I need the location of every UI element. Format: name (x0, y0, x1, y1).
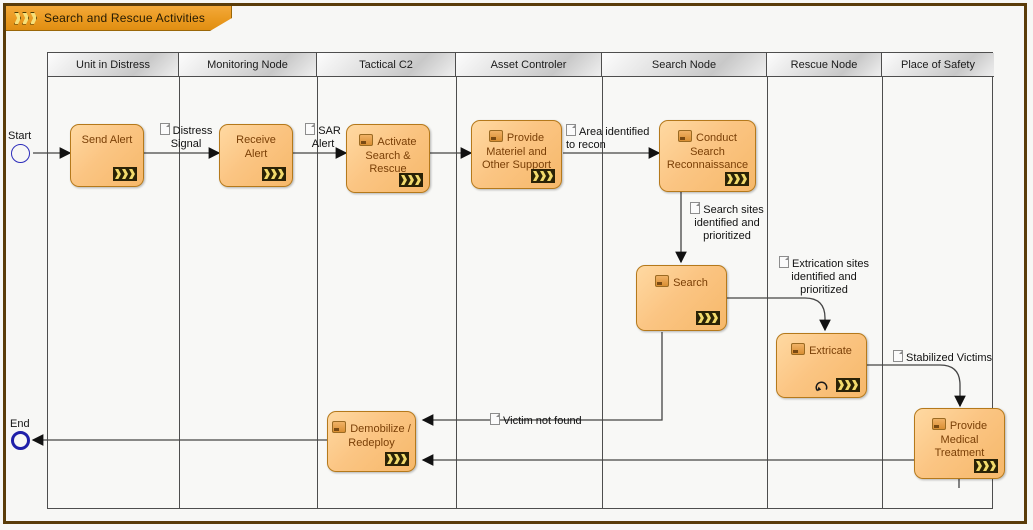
lane-header-monitoring-node[interactable]: Monitoring Node (179, 53, 317, 77)
flow-label-extrication-sites: Extrication sites identified and priorit… (770, 256, 878, 297)
activity-label-text: Provide Medical Treatment (934, 420, 988, 459)
lane-label: Place of Safety (901, 58, 975, 71)
tab-notch (210, 6, 233, 31)
activity-label-text: Activate Search & Rescue (365, 136, 417, 175)
lane-label: Tactical C2 (359, 58, 413, 71)
lane-label: Unit in Distress (76, 58, 150, 71)
activity-extricate[interactable]: Extricate (776, 333, 867, 398)
lane-header-search-node[interactable]: Search Node (602, 53, 767, 77)
task-icon (931, 418, 946, 430)
lane-divider (767, 77, 768, 508)
chevrons-badge-icon (113, 167, 137, 181)
end-node[interactable] (11, 431, 30, 450)
activity-activate-search-rescue[interactable]: Activate Search & Rescue (346, 124, 430, 193)
flow-label-text: Search sites identified and prioritized (694, 204, 764, 242)
lane-label: Asset Controler (490, 58, 567, 71)
chevrons-badge-icon (262, 167, 286, 181)
document-icon (305, 123, 316, 135)
flow-label-text: SAR Alert (311, 125, 341, 150)
task-icon (359, 134, 374, 146)
activity-label: Conduct Search Reconnaissance (664, 130, 751, 173)
flow-label-search-sites: Search sites identified and prioritized (684, 202, 770, 243)
flow-label-stabilized-victims: Stabilized Victims (893, 350, 992, 365)
task-icon (332, 421, 347, 433)
document-icon (893, 350, 903, 362)
chevrons-badge-icon (399, 173, 423, 187)
activity-provide-medical-treatment[interactable]: Provide Medical Treatment (914, 408, 1005, 479)
flow-label-sar-alert: SAR Alert (302, 123, 344, 151)
lane-divider (317, 77, 318, 508)
document-icon (490, 413, 500, 425)
activity-label: Search (641, 275, 722, 291)
activity-label-text: Provide Materiel and Other Support (481, 132, 552, 171)
lane-label: Monitoring Node (207, 58, 288, 71)
document-icon (159, 123, 170, 135)
activity-label-text: Search (673, 277, 708, 289)
chevrons-badge-icon (725, 172, 749, 186)
activity-label: Demobilize / Redeploy (332, 421, 411, 450)
flow-label-area-identified-to-recon: Area identified to recon (566, 124, 658, 152)
activity-search[interactable]: Search (636, 265, 727, 331)
activity-demobilize-redeploy[interactable]: Demobilize / Redeploy (327, 411, 416, 472)
lane-header-asset-controler[interactable]: Asset Controler (456, 53, 602, 77)
lane-label: Search Node (651, 58, 717, 71)
activity-receive-alert[interactable]: Receive Alert (219, 124, 293, 187)
chevrons-icon (14, 11, 37, 25)
flow-label-victim-not-found: Victim not found (490, 413, 582, 428)
lane-divider (456, 77, 457, 508)
activity-label-text: Demobilize / Redeploy (348, 423, 411, 449)
activity-label: Receive Alert (236, 134, 276, 160)
flow-label-text: Stabilized Victims (906, 352, 992, 364)
start-node[interactable] (11, 144, 30, 163)
activity-label: Activate Search & Rescue (351, 134, 425, 177)
task-icon (488, 130, 503, 142)
chevrons-badge-icon (531, 169, 555, 183)
start-node-label: Start (8, 130, 32, 142)
activity-label: Provide Materiel and Other Support (476, 130, 557, 173)
flow-label-text: Area identified to recon (566, 126, 650, 151)
chevrons-badge-icon (385, 452, 409, 466)
lane-divider (602, 77, 603, 508)
activity-label-text: Extricate (809, 345, 852, 357)
chevrons-badge-icon (696, 311, 720, 325)
flow-label-text: Victim not found (503, 415, 582, 427)
lane-header-unit-in-distress[interactable]: Unit in Distress (48, 53, 179, 77)
end-node-label: End (10, 418, 30, 430)
lane-header-tactical-c2[interactable]: Tactical C2 (317, 53, 456, 77)
activity-label: Extricate (781, 343, 862, 359)
lane-divider (882, 77, 883, 508)
loop-marker-icon (815, 381, 827, 392)
lane-header-rescue-node[interactable]: Rescue Node (767, 53, 882, 77)
diagram-title-tab[interactable]: Search and Rescue Activities (6, 6, 233, 31)
task-icon (678, 130, 692, 142)
activity-label-text: Conduct Search Reconnaissance (666, 132, 749, 171)
flow-label-distress-signal: Distress Signal (155, 123, 217, 151)
lane-header-place-of-safety[interactable]: Place of Safety (882, 53, 994, 77)
document-icon (566, 124, 576, 136)
activity-send-alert[interactable]: Send Alert (70, 124, 144, 187)
chevrons-badge-icon (836, 378, 860, 392)
activity-label: Provide Medical Treatment (919, 418, 1000, 461)
lane-divider (179, 77, 180, 508)
document-icon (778, 256, 789, 268)
page-title: Search and Rescue Activities (44, 11, 206, 25)
flow-label-text: Extrication sites identified and priorit… (791, 258, 870, 296)
activity-label: Send Alert (81, 134, 133, 146)
task-icon (655, 275, 670, 287)
task-icon (791, 343, 806, 355)
activity-conduct-search-reconnaissance[interactable]: Conduct Search Reconnaissance (659, 120, 756, 192)
activity-provide-materiel[interactable]: Provide Materiel and Other Support (471, 120, 562, 189)
chevrons-badge-icon (974, 459, 998, 473)
document-icon (690, 202, 701, 214)
lane-label: Rescue Node (790, 58, 858, 71)
flow-label-text: Distress Signal (170, 125, 213, 150)
